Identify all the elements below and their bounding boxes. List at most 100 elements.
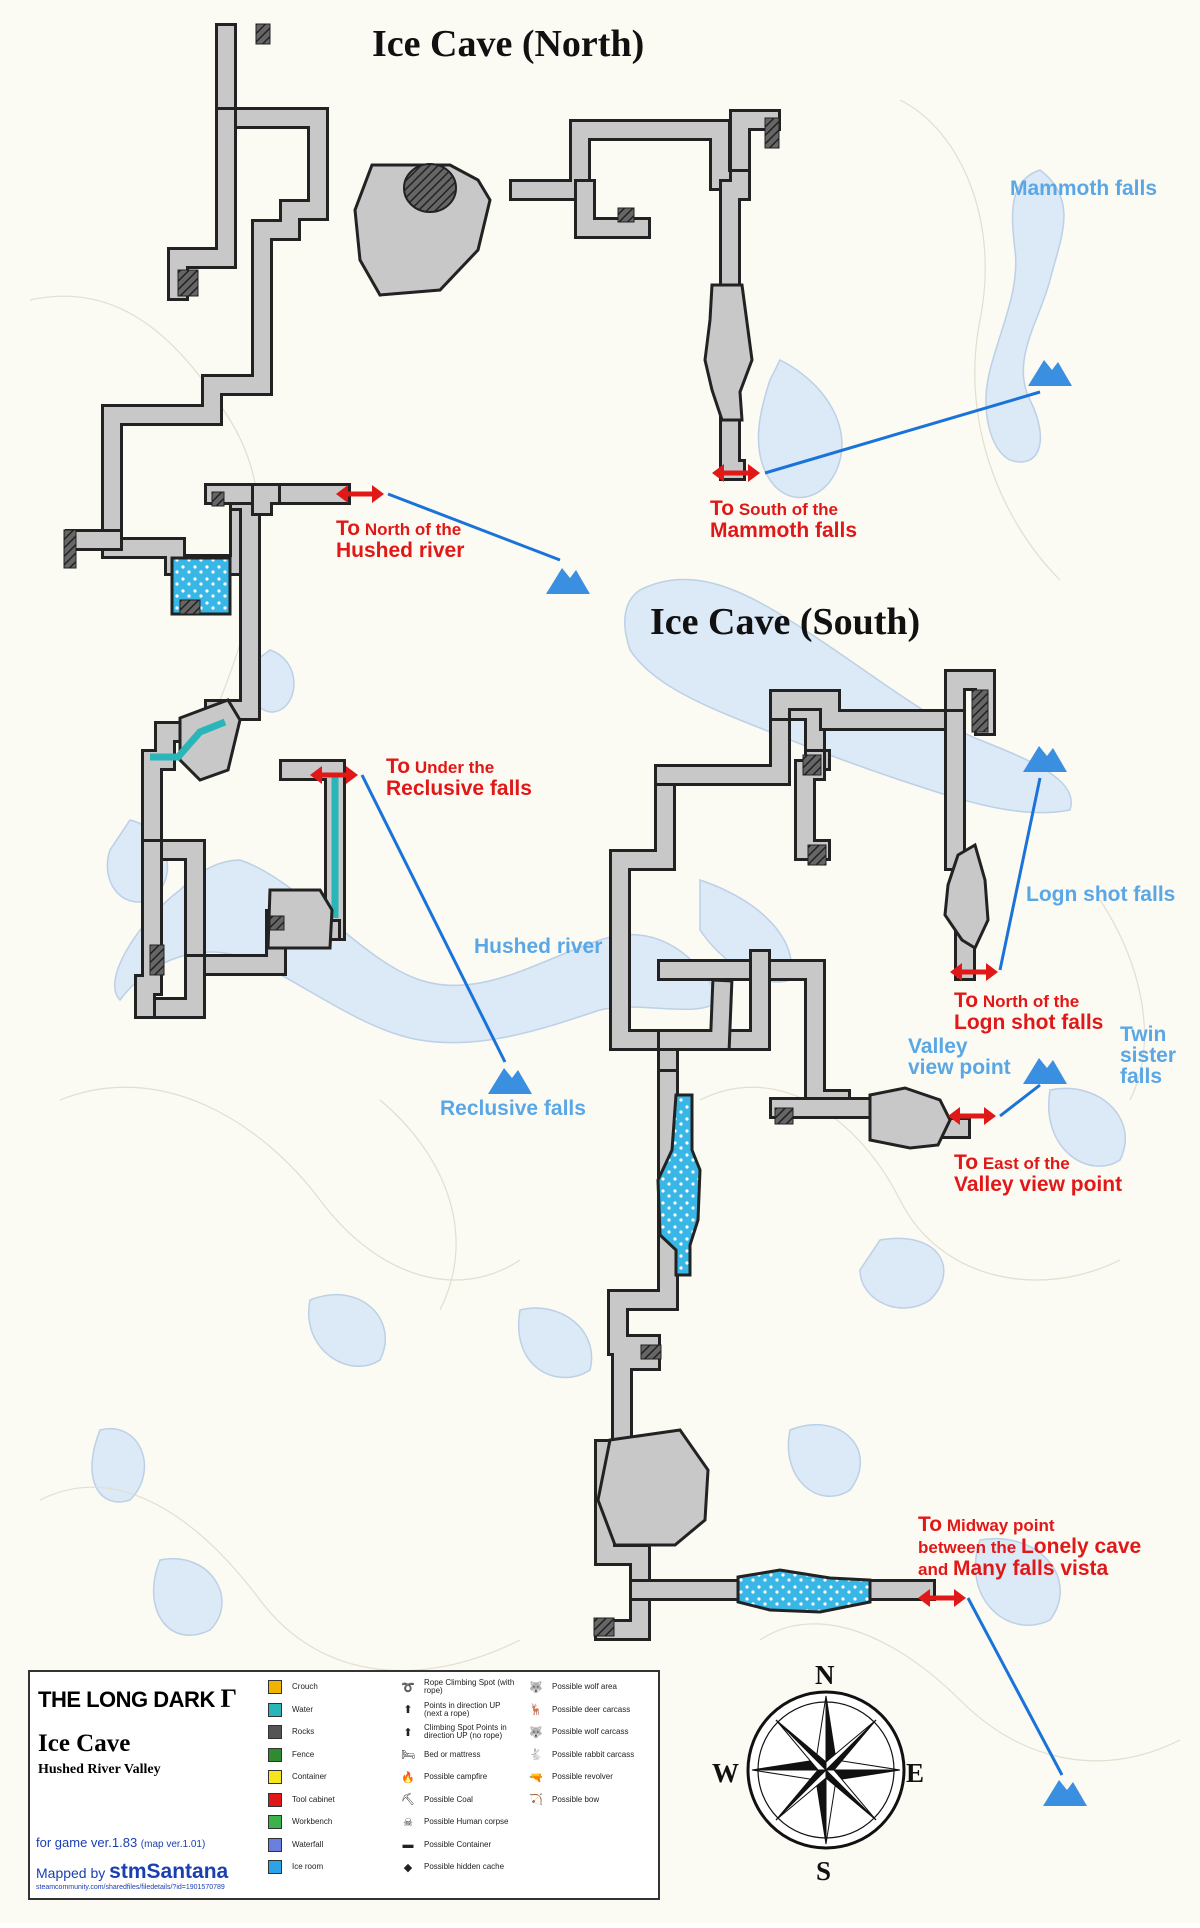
compass-west: W	[712, 1758, 739, 1788]
container-swatch	[268, 1770, 282, 1784]
exit-large-text: Hushed river	[336, 539, 465, 563]
exit-arrow-mammoth	[712, 464, 760, 482]
mountain-hushed	[546, 568, 590, 594]
legend-item: 🐇Possible rabbit carcass	[529, 1746, 648, 1764]
legend-mapper: Mapped by stmSantana	[36, 1860, 228, 1884]
exit-to-word: To	[710, 497, 735, 520]
exit-large-text: Mammoth falls	[710, 519, 858, 543]
compass-rose	[746, 1690, 906, 1850]
climb-no-rope-icon: ⬆	[403, 1726, 413, 1739]
legend-region: Hushed River Valley	[38, 1762, 161, 1777]
legend-item-label: Possible Container	[424, 1839, 492, 1849]
corridor	[577, 182, 648, 236]
legend-item: 🏹Possible bow	[529, 1791, 648, 1809]
rocks-block	[802, 754, 822, 776]
exit-label-mammoth: To South of the Mammoth falls	[710, 497, 858, 543]
exit-links	[360, 360, 1087, 1806]
place-valley-view-point: Valley view point	[908, 1036, 1011, 1078]
corridor	[137, 842, 160, 1016]
exit-line2a: between the	[918, 1538, 1017, 1558]
legend-item: Ice room	[268, 1858, 386, 1876]
campfire-icon: 🔥	[401, 1771, 415, 1784]
legend-item-label: Possible Human corpse	[424, 1817, 509, 1826]
mountain-reclusive	[488, 1068, 532, 1094]
link-line	[387, 492, 561, 562]
small-room	[266, 888, 334, 950]
rocks-block	[807, 844, 827, 866]
legend-item: ☠ Possible Human corpse	[402, 1813, 520, 1831]
legend-item: Waterfall	[268, 1836, 386, 1854]
wolf-area-icon: 🐺	[529, 1681, 543, 1694]
rocks-swatch	[268, 1725, 282, 1739]
legend-item: Fence	[268, 1746, 386, 1764]
exit-arrow-hushed	[336, 485, 384, 503]
legend-item-label: Water	[292, 1704, 314, 1714]
rocks-block	[211, 491, 225, 507]
mountain-shape	[546, 568, 590, 594]
exit-to-word: To	[336, 517, 361, 540]
exit-small-text: South of the	[738, 500, 838, 519]
workbench-swatch	[268, 1815, 282, 1829]
legend-item: 🔫Possible revolver	[529, 1768, 648, 1786]
mountain-mammoth	[1028, 360, 1072, 386]
legend-item: ⛏Possible Coal	[401, 1791, 520, 1809]
legend-item: Rocks	[268, 1723, 386, 1741]
exit-arrow-head	[336, 485, 348, 503]
crouch-swatch	[268, 1680, 282, 1694]
exit-arrow-head	[918, 1589, 930, 1607]
wolf-carcass-icon: 🐺	[529, 1726, 543, 1739]
game-logo: THE LONG DARK Γ	[38, 1684, 237, 1713]
exit-arrow-head	[372, 485, 384, 503]
exit-arrow-valley	[948, 1107, 996, 1125]
exit-large-text: Logn shot falls	[954, 1011, 1104, 1035]
legend-item: 🐺Possible wolf area	[529, 1678, 648, 1696]
exit-arrow-head	[948, 1107, 960, 1125]
exit-large-text: Reclusive falls	[386, 777, 532, 801]
mammoth-passage	[703, 283, 754, 422]
exit-label-hushed: To North of the Hushed river	[336, 517, 465, 563]
mapper-name: stmSantana	[109, 1860, 229, 1883]
mountain-midway	[1043, 1780, 1087, 1806]
map-features	[63, 23, 998, 1637]
corridor	[722, 172, 748, 478]
legend-version: for game ver.1.83 (map ver.1.01)	[36, 1835, 205, 1850]
lower-chamber-south	[596, 1428, 710, 1547]
ice-room	[736, 1568, 872, 1614]
place-logn-shot-falls: Logn shot falls	[1026, 883, 1176, 906]
legend-item: 🔥 Possible campfire	[401, 1768, 520, 1786]
mountain-shape	[1043, 1780, 1087, 1806]
exit-to-word: To	[918, 1513, 943, 1536]
legend-item: 🦌Possible deer carcass	[529, 1701, 648, 1719]
exit-to-word: To	[954, 989, 979, 1012]
rock-pile	[403, 163, 457, 213]
legend-url[interactable]: steamcommunity.com/sharedfiles/filedetai…	[36, 1884, 225, 1891]
exit-small-text: East of the	[982, 1154, 1070, 1173]
legend-item: Water	[268, 1701, 386, 1719]
exit-label-midway: To Midway point between the Lonely cave …	[918, 1513, 1142, 1580]
compass-north: N	[815, 1660, 835, 1690]
mountain-logn	[1023, 746, 1067, 772]
legend-item-label: Possible campfire	[424, 1772, 488, 1781]
corridor	[660, 981, 731, 1048]
hidden-cache-icon: ◆	[403, 1861, 413, 1874]
exit-arrow-head	[984, 1107, 996, 1125]
legend-item: ▬Possible Container	[402, 1836, 520, 1854]
rocks-block	[177, 269, 199, 297]
place-line: view point	[908, 1056, 1011, 1079]
exit-line2b: Lonely cave	[1020, 1535, 1142, 1559]
mountain-shape	[1023, 746, 1067, 772]
exit-arrow-head	[712, 464, 724, 482]
legend-item: ⬆Points in direction UP (next a rope)	[402, 1701, 520, 1719]
link-line	[999, 1083, 1041, 1118]
ice-room	[656, 1093, 702, 1277]
exit-label-logn: To North of the Logn shot falls	[954, 989, 1104, 1035]
mountain-valley	[1023, 1058, 1067, 1084]
rocks-block	[179, 599, 201, 615]
water-swatch	[268, 1702, 282, 1717]
exit-arrow-head	[346, 766, 358, 784]
rocks-block	[971, 689, 989, 733]
fence-swatch	[268, 1747, 282, 1762]
human-corpse-icon: ☠	[403, 1816, 413, 1829]
